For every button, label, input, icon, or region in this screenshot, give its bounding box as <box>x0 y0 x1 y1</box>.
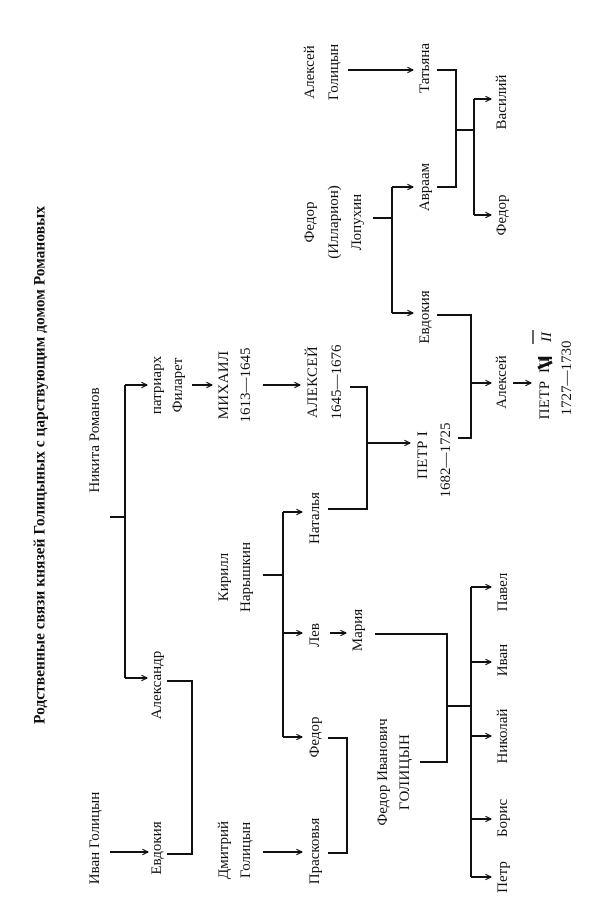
petr2-handwritten-correction: II <box>539 331 555 343</box>
marriage-line <box>437 314 472 439</box>
person-aleksandr: Александр <box>149 651 165 720</box>
person-evdokiya-golitsyna: Евдокия <box>149 821 165 874</box>
person-petr1-years: 1682—1725 <box>438 423 454 498</box>
person-petr2-years: 1727—1730 <box>559 341 575 416</box>
person-filaret-name: Филарет <box>170 357 186 412</box>
strike-mark <box>537 360 553 370</box>
person-mariya: Мария <box>350 609 366 652</box>
person-praskovya: Прасковья <box>307 818 323 885</box>
person-ivan-golitsyn: Иван Голицын <box>87 792 103 884</box>
person-mikhail-years: 1613—1645 <box>238 348 254 423</box>
marriage-line <box>437 69 457 188</box>
person-evdokiya-lopukhina: Евдокия <box>417 290 433 343</box>
son-nikolay: Николай <box>495 709 511 764</box>
person-dmitriy-last: Голицын <box>238 822 254 878</box>
person-aleksey-golitsyn-first: Алексей <box>302 45 318 98</box>
marriage-line <box>328 386 368 510</box>
son-petr: Петр <box>495 861 511 893</box>
person-filaret-title: патриарх <box>149 355 165 414</box>
person-aleksey-tsar-years: 1645—1676 <box>329 344 345 420</box>
diagram-title: Родственные связи князей Голицыных с цар… <box>32 206 49 724</box>
person-lopukhin-alt: (Илларион) <box>326 185 342 259</box>
person-kirill-last: Нарышкин <box>238 542 254 612</box>
person-dmitriy-first: Дмитрий <box>216 821 232 879</box>
person-fedor-ivanovich-name: Федор Иванович <box>375 718 391 826</box>
person-aleksey-tsar-name: АЛЕКСЕЙ <box>304 346 321 418</box>
person-fedor-ivanovich-surname: ГОЛИЦЫН <box>397 734 413 810</box>
person-avraam: Авраам <box>417 162 433 211</box>
person-petr2-name: ПЕТР <box>537 381 553 420</box>
person-lopukhin-first: Федор <box>302 202 318 243</box>
person-fedor-lopukhin-son: Федор <box>494 195 510 236</box>
marriage-line <box>328 737 348 854</box>
person-petr1-name: ПЕТР I <box>415 431 431 479</box>
person-aleksey-tsarevich: Алексей <box>494 355 510 408</box>
person-fedor-naryshkin: Федор <box>307 717 323 758</box>
person-vasiliy: Василий <box>494 75 510 130</box>
person-natalya: Наталья <box>307 492 323 544</box>
person-tatyana: Татьяна <box>417 43 433 93</box>
son-ivan: Иван <box>495 644 511 676</box>
marriage-line <box>375 633 448 763</box>
person-aleksey-golitsyn-last: Голицын <box>326 44 342 100</box>
person-nikita-romanov: Никита Романов <box>87 387 103 492</box>
marriage-line <box>167 680 193 855</box>
person-mikhail-name: МИХАИЛ <box>216 351 232 420</box>
person-lopukhin-last: Лопухин <box>349 194 365 250</box>
son-pavel: Павел <box>495 572 511 611</box>
person-lev: Лев <box>307 623 323 647</box>
person-kirill-first: Кирилл <box>216 552 232 601</box>
son-boris: Борис <box>495 799 511 838</box>
connector-lines <box>110 70 531 877</box>
